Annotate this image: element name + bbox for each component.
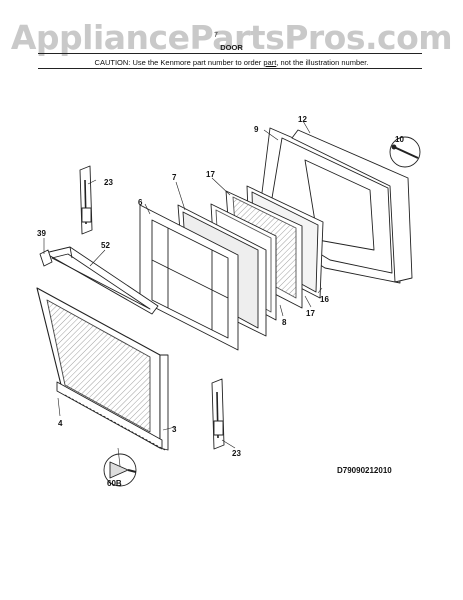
door-handle: [44, 246, 159, 315]
callout-8: 8: [282, 318, 287, 327]
screw-detail: [103, 453, 137, 487]
inner-door-frame: [139, 204, 239, 351]
diagram-code: D79090212010: [337, 466, 392, 475]
callout-9: 9: [254, 125, 259, 134]
section-code: 7: [214, 32, 218, 39]
callout-4: 4: [58, 419, 63, 428]
header-rule-bottom: [38, 68, 422, 69]
door-gasket: [291, 129, 413, 283]
callout-16: 16: [320, 295, 329, 304]
outer-door-panel: [36, 287, 169, 451]
caution-text-post: , not the illustration number.: [276, 58, 369, 67]
callout-17-upper: 17: [206, 170, 215, 179]
callout-17-lower: 17: [306, 309, 315, 318]
callout-52: 52: [101, 241, 110, 250]
callout-6: 6: [138, 198, 143, 207]
callout-23-upper: 23: [104, 178, 113, 187]
handle-end-cap: [39, 249, 53, 267]
callout-10: 10: [395, 135, 404, 144]
hinge-upper: [79, 165, 93, 235]
caution-text-pre: CAUTION: Use the Kenmore part number to …: [94, 58, 264, 67]
section-title: DOOR: [220, 43, 243, 52]
callout-23-lower: 23: [232, 449, 241, 458]
caution-note: CAUTION: Use the Kenmore part number to …: [0, 58, 463, 67]
bottom-trim: [56, 381, 166, 451]
callout-60b: 60B: [107, 479, 122, 488]
header-rule-top: [38, 53, 422, 54]
screw-clip: [389, 136, 421, 168]
callout-3: 3: [172, 425, 177, 434]
watermark: AppliancePartsPros.com: [10, 18, 453, 57]
callout-7: 7: [172, 173, 177, 182]
hinge-lower: [211, 378, 225, 450]
leader-lines: [43, 120, 323, 467]
caution-link[interactable]: part: [263, 58, 277, 67]
callout-12: 12: [298, 115, 307, 124]
callout-39: 39: [37, 229, 46, 238]
